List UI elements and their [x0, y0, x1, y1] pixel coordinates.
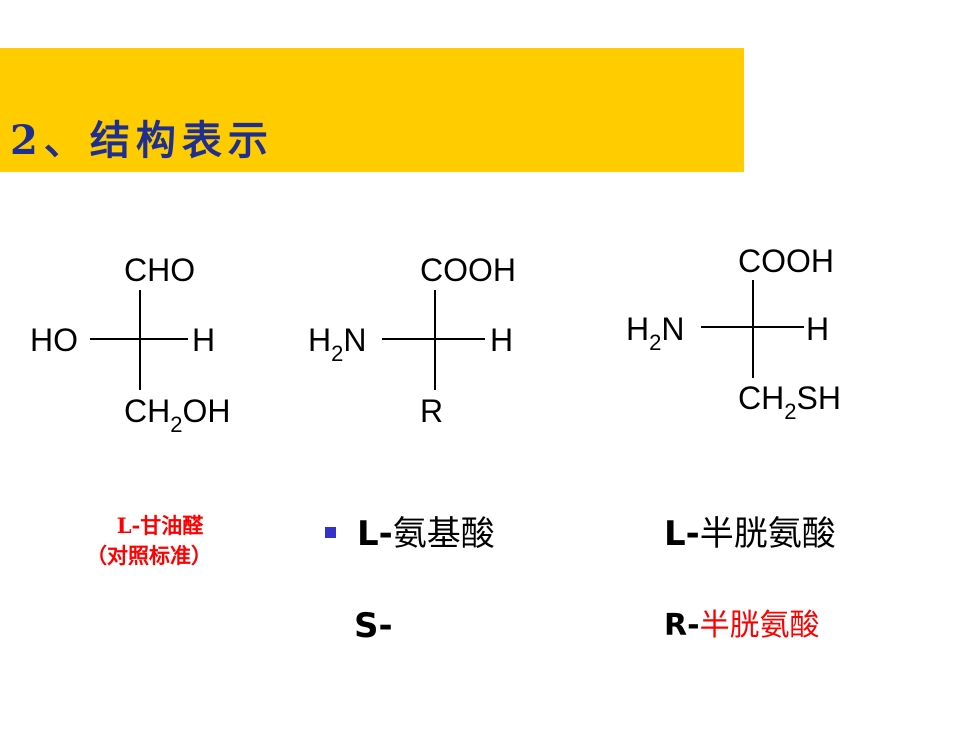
l-cysteine-prefix: L- — [664, 514, 700, 554]
cysteine-left-group: H2N — [626, 311, 684, 355]
glyceraldehyde-bottom-group: CH2OH — [124, 393, 230, 437]
glyceraldehyde-label-line1: L-甘油醛 — [116, 513, 204, 538]
amino-acid-label: L-氨基酸 — [357, 506, 495, 555]
cysteine-right-group: H — [806, 311, 829, 347]
glyceraldehyde-top-group: CHO — [124, 252, 195, 288]
l-cysteine-name: 半胱氨酸 — [699, 514, 836, 554]
glyceraldehyde-right-group: H — [192, 322, 215, 358]
cysteine-top-group: COOH — [738, 243, 834, 279]
r-cysteine-prefix: R- — [664, 608, 700, 643]
amino-acid-bottom-group: R — [420, 393, 443, 429]
cysteine-bottom-group: CH2SH — [738, 380, 841, 424]
amino-acid-structure: COOH H2N H R — [308, 252, 516, 429]
r-cysteine-label: R-半胱氨酸 — [664, 600, 820, 644]
s-prefix: S- — [354, 606, 393, 646]
l-cysteine-label: L-半胱氨酸 — [664, 506, 836, 555]
amino-acid-right-group: H — [490, 322, 513, 358]
amino-acid-prefix: L- — [357, 514, 393, 554]
amino-acid-top-group: COOH — [420, 252, 516, 288]
r-cysteine-name: 半胱氨酸 — [699, 608, 820, 643]
glyceraldehyde-label: L-甘油醛 （对照标准） — [86, 510, 212, 570]
glyceraldehyde-left-group: HO — [30, 322, 78, 358]
glyceraldehyde-label-line2: （对照标准） — [86, 543, 212, 568]
slide-title: 2、结构表示 — [10, 117, 274, 164]
amino-acid-name: 氨基酸 — [392, 514, 495, 554]
title-banner — [0, 48, 744, 172]
bullet-icon — [325, 527, 336, 538]
cysteine-structure: COOH H2N H CH2SH — [626, 243, 841, 424]
s-configuration-label: S- — [354, 606, 393, 646]
amino-acid-left-group: H2N — [308, 322, 366, 366]
glyceraldehyde-structure: CHO HO H CH2OH — [30, 252, 230, 437]
